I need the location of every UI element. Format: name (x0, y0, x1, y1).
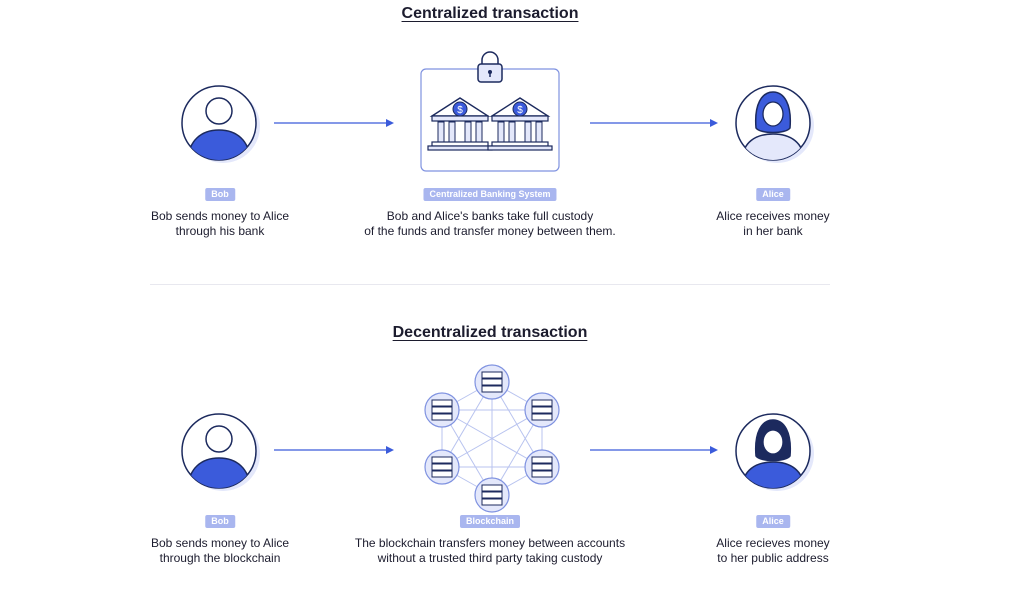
caption-line: in her bank (743, 224, 803, 238)
banking-caption: Bob and Alice's banks take full custody … (364, 209, 615, 239)
bob-avatar-icon (180, 84, 262, 166)
arrow-right-icon (590, 444, 720, 456)
blockchain-badge: Blockchain (459, 515, 521, 528)
bob-caption: Bob sends money to Alice through his ban… (151, 209, 289, 239)
caption-line: to her public address (717, 551, 829, 565)
bob-caption: Bob sends money to Alice through the blo… (151, 536, 289, 566)
caption-line: through the blockchain (159, 551, 281, 565)
caption-line: Bob sends money to Alice (150, 209, 290, 223)
caption-line: Alice recieves money (716, 536, 830, 550)
centralized-title: Centralized transaction (401, 5, 579, 22)
alice-avatar-icon (734, 412, 816, 494)
caption-line: of the funds and transfer money between … (364, 224, 616, 238)
server-node-icon (524, 392, 560, 428)
server-node-icon (524, 449, 560, 485)
bank-building-icon: $ (487, 97, 553, 151)
bob-badge: Bob (205, 515, 235, 528)
server-node-icon (424, 449, 460, 485)
caption-line: Bob and Alice's banks take full custody (386, 209, 594, 223)
caption-line: without a trusted third party taking cus… (377, 551, 603, 565)
arrow-right-icon (590, 117, 720, 129)
section-divider (150, 284, 830, 285)
svg-text:$: $ (517, 105, 523, 116)
alice-avatar-icon (734, 84, 816, 166)
server-node-icon (474, 477, 510, 513)
arrow-right-icon (274, 444, 396, 456)
server-node-icon (424, 392, 460, 428)
svg-text:$: $ (457, 105, 463, 116)
caption-line: The blockchain transfers money between a… (354, 536, 626, 550)
alice-badge: Alice (756, 515, 790, 528)
server-node-icon (474, 364, 510, 400)
centralized-banking-badge: Centralized Banking System (423, 188, 557, 201)
caption-line: Bob sends money to Alice (150, 536, 290, 550)
blockchain-caption: The blockchain transfers money between a… (355, 536, 625, 566)
centralized-banking-graphic: $ $ (420, 50, 562, 174)
alice-badge: Alice (756, 188, 790, 201)
bank-building-icon: $ (427, 97, 493, 151)
caption-line: Alice receives money (716, 209, 830, 223)
arrow-right-icon (274, 117, 396, 129)
bob-avatar-icon (180, 412, 262, 494)
caption-line: through his bank (175, 224, 265, 238)
alice-caption: Alice recieves money to her public addre… (716, 536, 829, 566)
alice-caption: Alice receives money in her bank (716, 209, 829, 239)
decentralized-title: Decentralized transaction (392, 324, 588, 341)
bob-badge: Bob (205, 188, 235, 201)
blockchain-network-graphic (415, 362, 565, 520)
padlock-icon (477, 51, 503, 83)
